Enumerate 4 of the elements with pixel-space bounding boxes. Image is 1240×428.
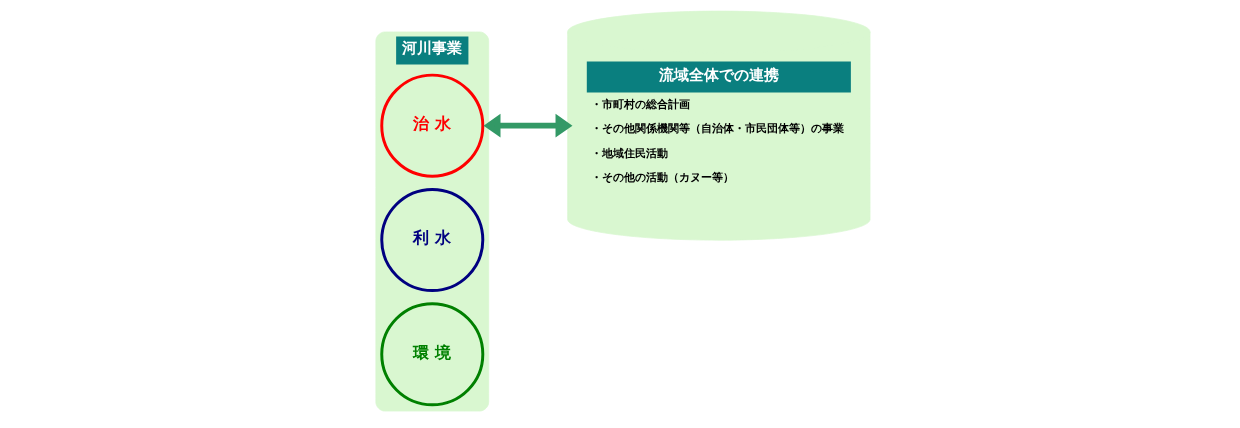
- arrow: [483, 113, 573, 138]
- node-circle: 利 水: [380, 187, 485, 292]
- node-circle: 環 境: [380, 302, 485, 407]
- node-circle: 治 水: [380, 73, 485, 178]
